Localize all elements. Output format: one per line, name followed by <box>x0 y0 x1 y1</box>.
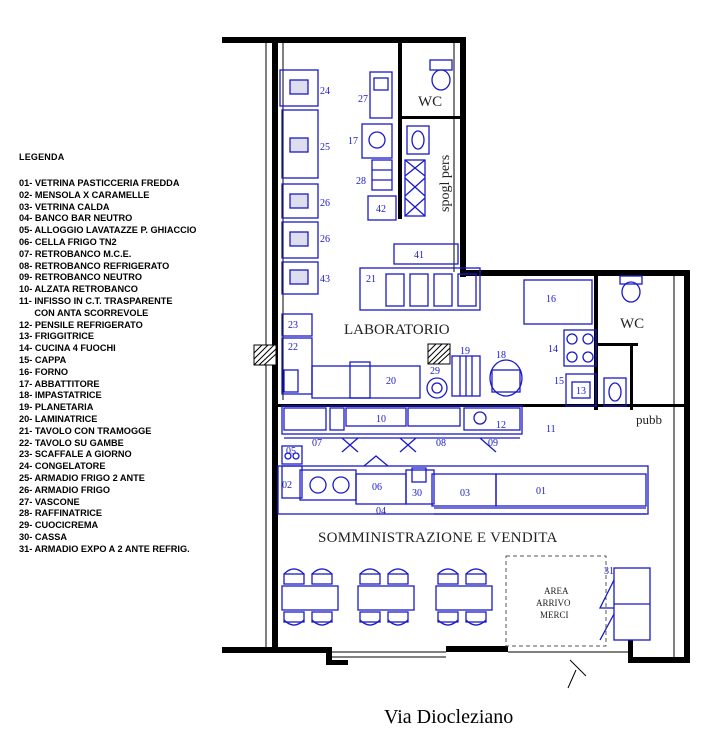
num-30: 30 <box>412 488 422 499</box>
legend-item: 22- TAVOLO SU GAMBE <box>19 437 124 448</box>
legend-item: 18- IMPASTATRICE <box>19 390 102 401</box>
num-07: 07 <box>312 438 322 449</box>
num-24: 24 <box>320 86 330 97</box>
legend-item: 25- ARMADIO FRIGO 2 ANTE <box>19 472 145 483</box>
legend-item: 06- CELLA FRIGO TN2 <box>19 236 117 247</box>
legend-item: 15- CAPPA <box>19 354 67 365</box>
legend-item: 29- CUOCICREMA <box>19 520 99 531</box>
legend-title: LEGENDA <box>19 152 65 162</box>
room-pubb: pubb <box>636 412 662 427</box>
room-wc-right: WC <box>620 316 644 332</box>
legend-item: 27- VASCONE <box>19 496 80 507</box>
room-somministrazione: SOMMINISTRAZIONE E VENDITA <box>318 530 558 546</box>
legend-item: 30- CASSA <box>19 531 67 542</box>
legend-item: 10- ALZATA RETROBANCO <box>19 284 138 295</box>
legend-item: 02- MENSOLA X CARAMELLE <box>19 189 150 200</box>
legend-item: 20- LAMINATRICE <box>19 413 98 424</box>
equipment <box>277 59 651 641</box>
num-06: 06 <box>372 482 382 493</box>
num-41: 41 <box>414 250 424 261</box>
num-12: 12 <box>496 420 506 431</box>
legend-item: 26- ARMADIO FRIGO <box>19 484 111 495</box>
num-21: 21 <box>366 274 376 285</box>
num-17: 17 <box>348 136 358 147</box>
legend-item: 28- RAFFINATRICE <box>19 508 103 519</box>
room-laboratorio: LABORATORIO <box>344 322 450 338</box>
num-11: 11 <box>546 424 556 435</box>
num-01: 01 <box>536 486 546 497</box>
columns <box>253 343 451 366</box>
num-29: 29 <box>430 366 440 377</box>
legend-item: 03- VETRINA CALDA <box>19 201 110 212</box>
legend-item: 31- ARMADIO EXPO A 2 ANTE REFRIG. <box>19 543 190 554</box>
street-name: Via Diocleziano <box>384 706 514 728</box>
area-label-2: ARRIVO <box>536 598 571 608</box>
num-15: 15 <box>554 376 564 387</box>
area-label-1: AREA <box>544 586 569 596</box>
num-27: 27 <box>358 94 368 105</box>
num-03: 03 <box>460 488 470 499</box>
legend-item: 19- PLANETARIA <box>19 402 94 413</box>
area-arrivo-merci <box>505 555 607 647</box>
room-spogliatoio: spogl pers <box>438 155 453 212</box>
legend-item: 12- PENSILE REFRIGERATO <box>19 319 143 330</box>
legend-item: 24- CONGELATORE <box>19 461 106 472</box>
legend-item: 09- RETROBANCO NEUTRO <box>19 272 143 283</box>
room-wc-top: WC <box>418 94 442 110</box>
entrance-door <box>567 659 587 689</box>
num-31: 31 <box>604 566 614 577</box>
legend-item: 05- ALLOGGIO LAVATAZZE P. GHIACCIO <box>19 225 197 236</box>
equipment-numbers: 24 25 26 26 43 27 17 28 42 41 21 16 23 2… <box>282 86 614 577</box>
legend-item: 13- FRIGGITRICE <box>19 331 95 342</box>
num-23: 23 <box>288 320 298 331</box>
num-26b: 26 <box>320 234 330 245</box>
num-25: 25 <box>320 142 330 153</box>
num-08: 08 <box>436 438 446 449</box>
legend-item: 07- RETROBANCO M.C.E. <box>19 248 132 259</box>
legend-item: 14- CUCINA 4 FUOCHI <box>19 343 116 354</box>
legend-item: 08- RETROBANCO REFRIGERATO <box>19 260 170 271</box>
num-42: 42 <box>376 204 386 215</box>
num-19: 19 <box>460 346 470 357</box>
legend-item: CON ANTA SCORREVOLE <box>19 307 149 318</box>
wall-outlines <box>265 43 675 658</box>
legend-item: 04- BANCO BAR NEUTRO <box>19 213 133 224</box>
num-02: 02 <box>282 480 292 491</box>
legend-item: 17- ABBATTITORE <box>19 378 100 389</box>
num-09: 09 <box>488 438 498 449</box>
legend-item: 11- INFISSO IN C.T. TRASPARENTE <box>19 295 173 306</box>
num-43: 43 <box>320 274 330 285</box>
num-14: 14 <box>548 344 558 355</box>
area-label-3: MERCI <box>540 610 569 620</box>
num-16: 16 <box>546 294 556 305</box>
num-22: 22 <box>288 342 298 353</box>
legend-item: 16- FORNO <box>19 366 69 377</box>
num-18: 18 <box>496 350 506 361</box>
num-13: 13 <box>576 386 586 397</box>
num-10: 10 <box>376 414 386 425</box>
num-20: 20 <box>386 376 396 387</box>
legend-item: 21- TAVOLO CON TRAMOGGE <box>19 425 152 436</box>
num-28: 28 <box>356 176 366 187</box>
num-04: 04 <box>376 506 386 517</box>
num-05: 05 <box>286 446 296 457</box>
legend-item: 23- SCAFFALE A GIORNO <box>19 449 132 460</box>
num-26a: 26 <box>320 198 330 209</box>
legend-item: 01- VETRINA PASTICCERIA FREDDA <box>19 178 180 188</box>
